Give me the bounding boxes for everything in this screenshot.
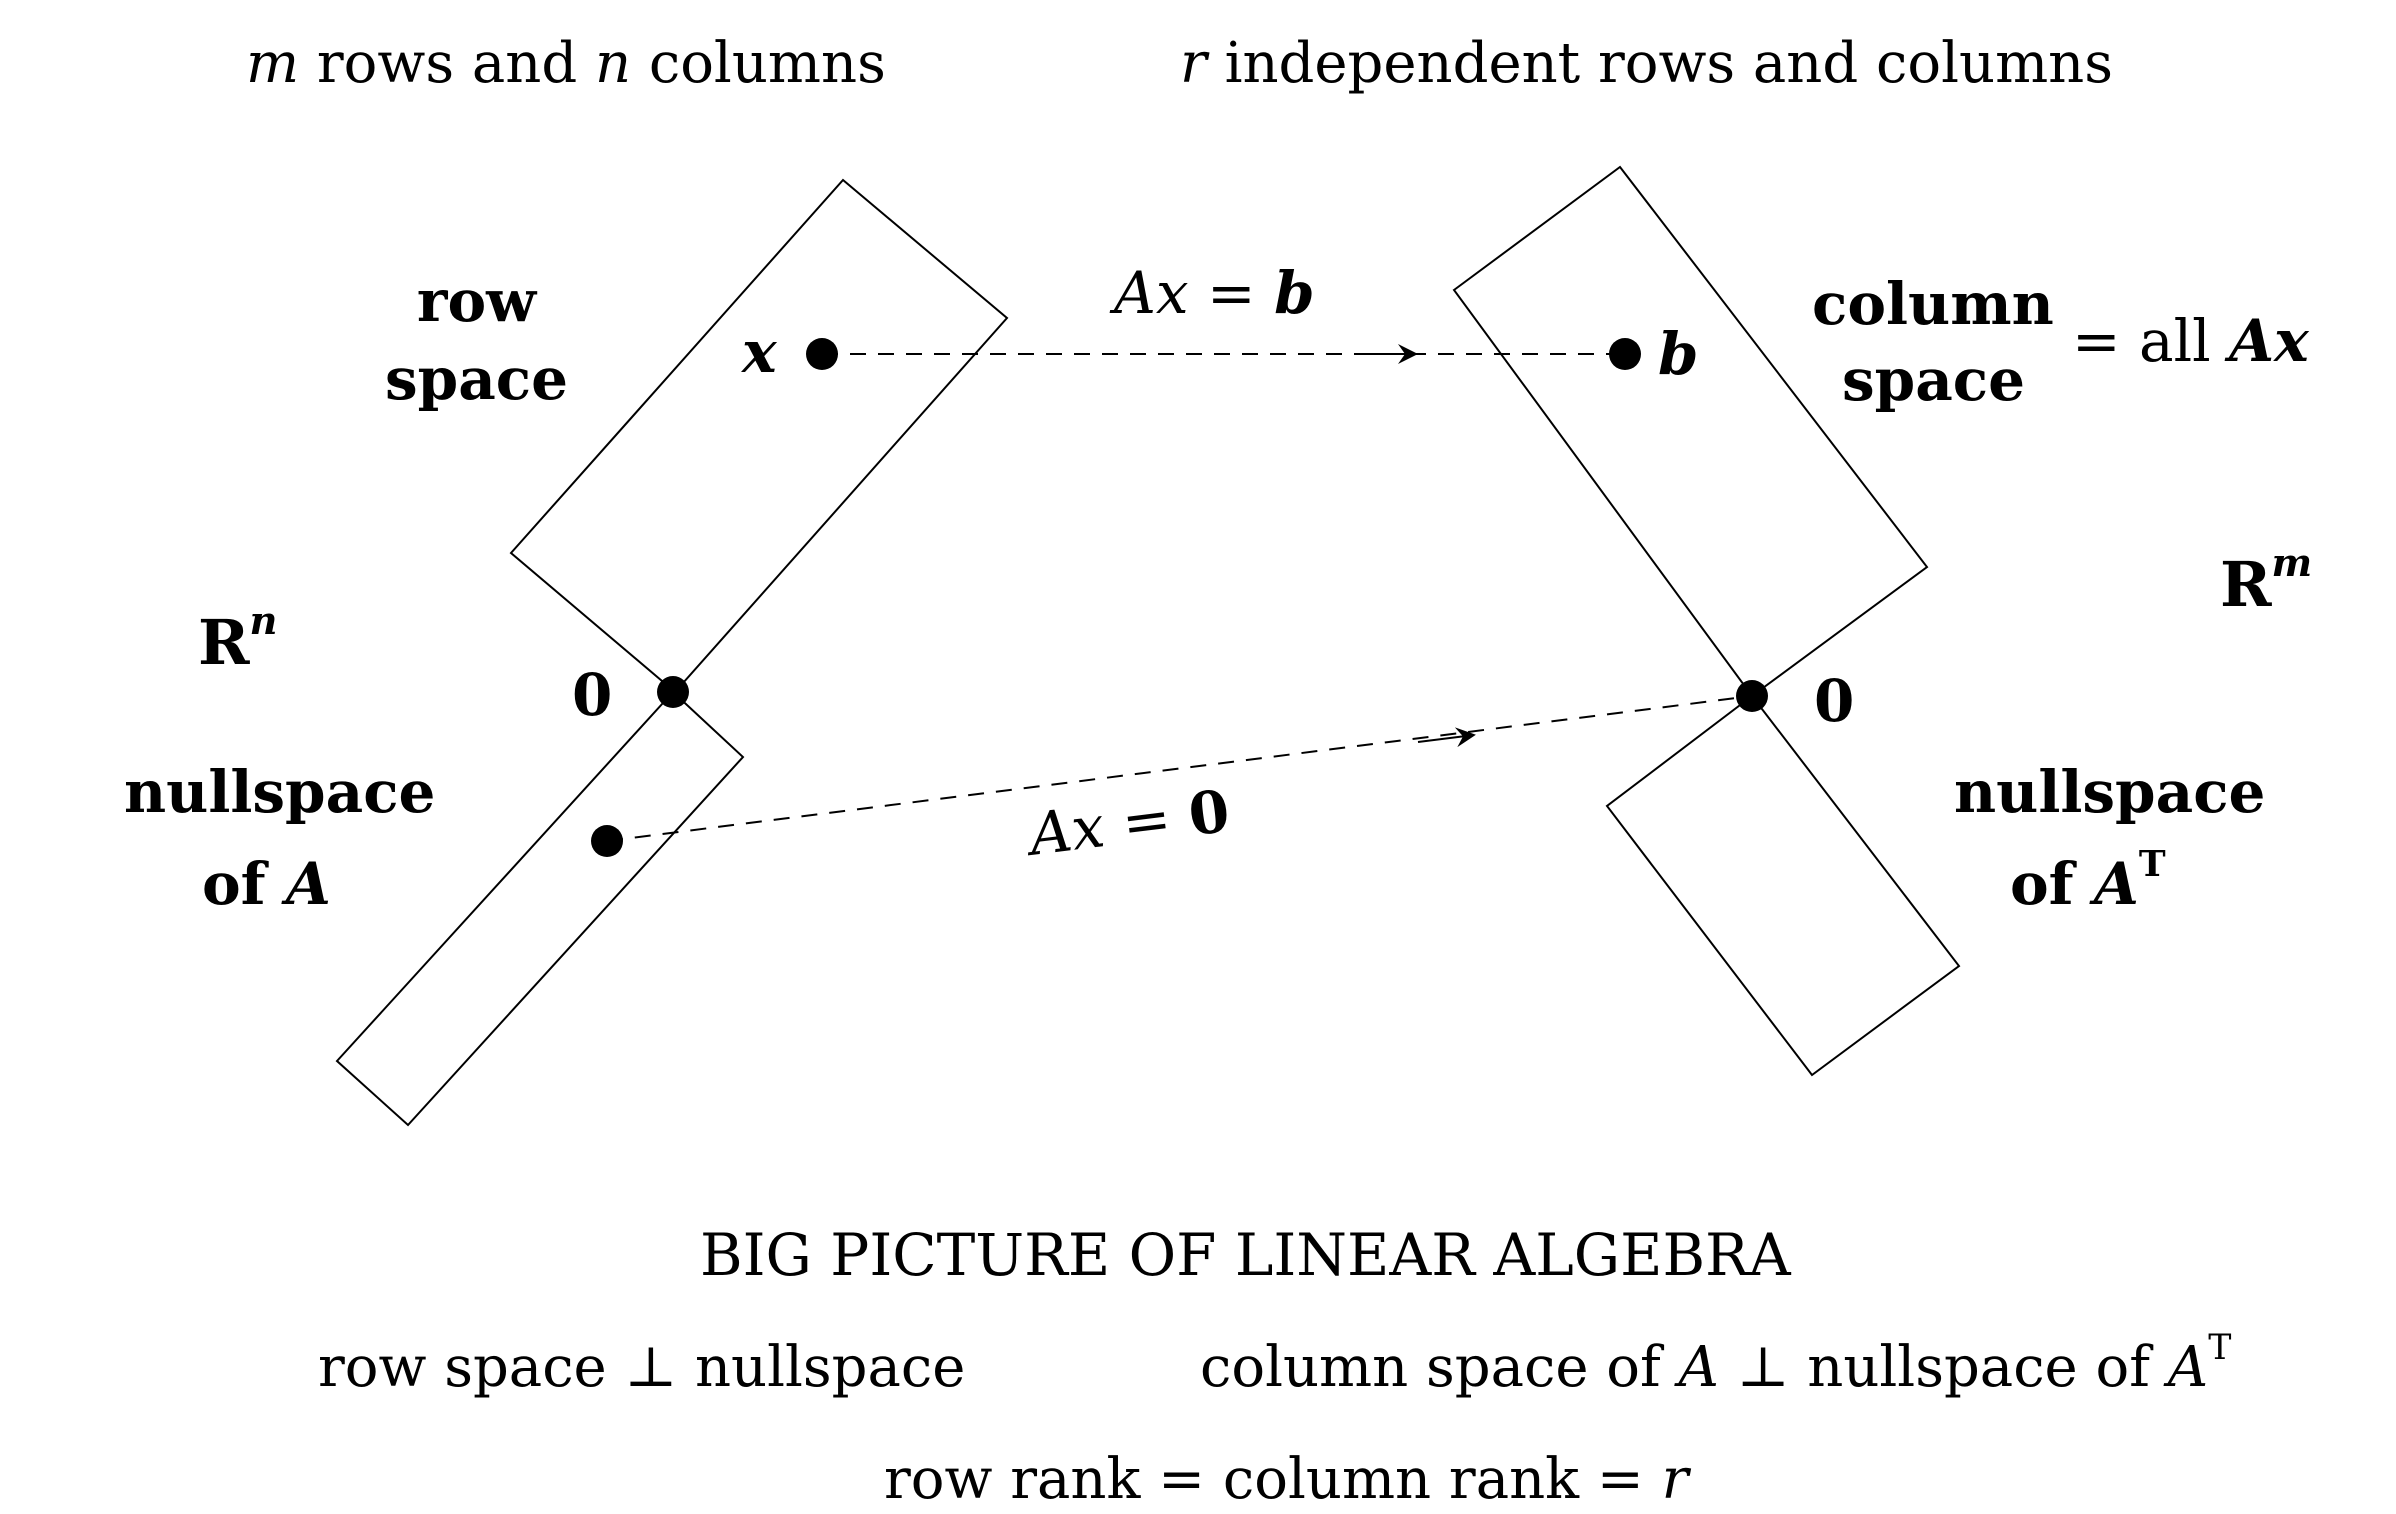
left-nullspace-label: nullspace of AT xyxy=(1954,746,2265,930)
point-x xyxy=(806,338,838,370)
all-ax-label: = all Ax xyxy=(2072,312,2309,370)
var-r: r xyxy=(1180,31,1207,96)
footer-line1-left: row space ⊥ nullspace xyxy=(318,1335,966,1400)
nullspace-label: nullspace of A xyxy=(124,746,435,930)
row-space-rect xyxy=(509,178,1009,694)
var-n: n xyxy=(594,31,632,96)
footer-A2: A xyxy=(2167,1335,2209,1400)
arrow-bottom-eq: = xyxy=(1099,781,1194,860)
zero-right-label: 0 xyxy=(1814,667,1855,735)
point-b-label: b xyxy=(1658,320,1699,388)
nullspace-rect xyxy=(335,690,745,1127)
point-zero-right xyxy=(1736,680,1768,712)
all-ax-expr: Ax xyxy=(2229,307,2309,375)
header-left-text-2: columns xyxy=(631,31,886,96)
all-ax-text: = all xyxy=(2072,307,2230,375)
footer-T: T xyxy=(2208,1327,2232,1368)
nullspace-A: A xyxy=(285,850,331,918)
header-right-text: independent rows and columns xyxy=(1206,31,2113,96)
column-space-label: column space xyxy=(1812,266,2054,418)
rm-label: Rm xyxy=(2220,544,2312,616)
map-line-null-to-zero xyxy=(606,695,1753,842)
column-space-rect xyxy=(1452,165,1929,698)
header-left-text-1: rows and xyxy=(299,31,595,96)
left-nullspace-label-line1: nullspace xyxy=(1954,758,2266,826)
left-nullspace-rect xyxy=(1605,694,1961,1077)
arrow-top-lhs: Ax xyxy=(1114,259,1189,327)
row-space-label-line1: row xyxy=(416,267,537,335)
footer-A1: A xyxy=(1678,1335,1719,1400)
nullspace-of: of xyxy=(202,850,266,918)
arrow-bottom-lhs: Ax xyxy=(1025,792,1109,869)
rn-label: Rn xyxy=(198,602,277,674)
rm-sup: m xyxy=(2271,541,2313,587)
footer-nullspace-text: ⊥ nullspace of xyxy=(1719,1335,2168,1400)
arrowhead-bottom xyxy=(1417,727,1476,748)
header-right: r independent rows and columns xyxy=(1180,36,2113,92)
zero-left-label: 0 xyxy=(572,661,613,729)
column-space-label-line1: column xyxy=(1812,270,2054,338)
left-nullspace-T: T xyxy=(2138,842,2166,885)
nullspace-label-line1: nullspace xyxy=(124,758,436,826)
footer-colspace-text: column space of xyxy=(1200,1335,1679,1400)
column-space-label-line2: space xyxy=(1842,346,2026,414)
rm-symbol: R xyxy=(2220,548,2272,621)
arrow-bottom-rhs: 0 xyxy=(1184,776,1234,850)
footer-title: BIG PICTURE OF LINEAR ALGEBRA xyxy=(700,1221,1791,1289)
row-space-label: row space xyxy=(385,262,568,418)
footer-rank-r: r xyxy=(1661,1447,1689,1512)
footer-line2: row rank = column rank = r xyxy=(884,1452,1688,1508)
rn-sup: n xyxy=(249,599,278,645)
nullspace-label-line2: of A xyxy=(124,838,435,930)
arrow-top-eq: = xyxy=(1188,259,1275,327)
var-m: m xyxy=(246,31,300,96)
point-x-label: x xyxy=(742,318,777,386)
arrow-top-rhs: b xyxy=(1274,259,1315,327)
left-nullspace-of: of xyxy=(2010,850,2074,918)
point-b xyxy=(1609,338,1641,370)
row-space-label-line2: space xyxy=(385,345,569,413)
footer-line1-right: column space of A ⊥ nullspace of AT xyxy=(1200,1331,2231,1396)
header-left: m rows and n columns xyxy=(246,36,886,92)
footer-rank-text: row rank = column rank = xyxy=(884,1447,1662,1512)
rn-symbol: R xyxy=(198,606,250,679)
point-nullspace xyxy=(591,825,623,857)
point-zero-left xyxy=(657,676,689,708)
left-nullspace-A: A xyxy=(2093,850,2139,918)
arrow-top-label: Ax = b xyxy=(1114,264,1315,322)
left-nullspace-label-line2: of AT xyxy=(1954,838,2265,930)
